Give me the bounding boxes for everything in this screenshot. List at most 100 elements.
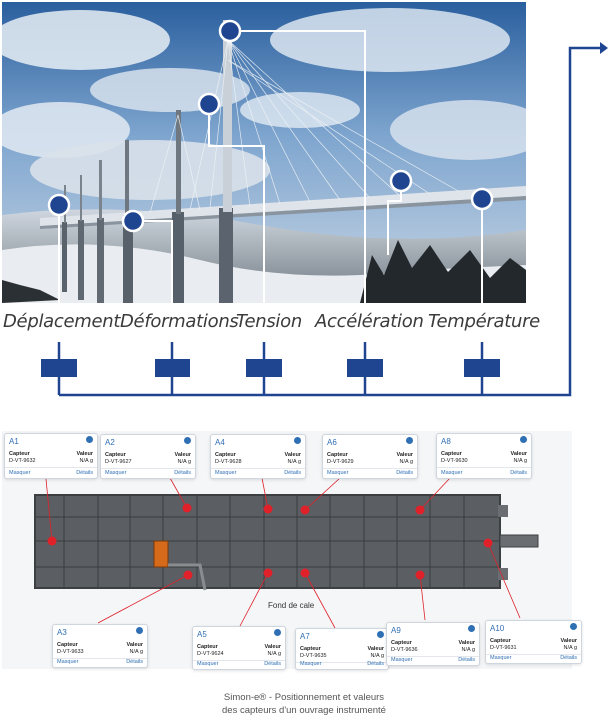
gear-icon[interactable] (86, 436, 93, 443)
details-link[interactable]: Détails (174, 470, 191, 476)
sensor-card-a10[interactable]: A10 Capteur D-VT-9631 Valeur N/A g Masqu… (485, 620, 582, 664)
gear-icon[interactable] (274, 629, 281, 636)
card-id: A2 (105, 438, 115, 447)
card-id: A3 (57, 628, 67, 637)
hide-link[interactable]: Masquer (105, 470, 127, 476)
hide-link[interactable]: Masquer (391, 657, 413, 663)
gear-icon[interactable] (520, 436, 527, 443)
label-tension: Tension (236, 311, 302, 332)
hide-link[interactable]: Masquer (197, 661, 219, 667)
sensor-card-a4[interactable]: A4 Capteur D-VT-9628 Valeur N/A g Masque… (210, 434, 306, 479)
hide-link[interactable]: Masquer (441, 470, 463, 476)
card-value: N/A g (177, 459, 191, 465)
card-value: N/A g (513, 458, 527, 464)
card-id: A1 (9, 437, 19, 446)
label-deformations: Déformations (120, 311, 239, 332)
card-value: N/A g (461, 647, 475, 653)
sensor-card-a1[interactable]: A1 Capteur D-VT-9632 Valeur N/A g Masque… (4, 433, 98, 479)
card-key-capteur: Capteur (391, 640, 412, 646)
card-sensor-id: D-VT-9632 (9, 458, 36, 464)
card-key-capteur: Capteur (490, 638, 511, 644)
sensor-card-a8[interactable]: A8 Capteur D-VT-9630 Valeur N/A g Masque… (436, 433, 532, 479)
card-value: N/A g (370, 653, 384, 659)
card-value: N/A g (129, 649, 143, 655)
details-link[interactable]: Détails (367, 661, 384, 667)
card-sensor-id: D-VT-9628 (215, 459, 242, 465)
card-id: A7 (300, 632, 310, 641)
gear-icon[interactable] (570, 623, 577, 630)
card-sensor-id: D-VT-9635 (300, 653, 327, 659)
sensor-dot-a6 (300, 505, 310, 515)
card-id: A6 (327, 438, 337, 447)
card-key-valeur: Valeur (560, 638, 577, 644)
caption-line-2: des capteurs d'un ouvrage instrumenté (222, 705, 386, 716)
sensor-card-a9[interactable]: A9 Capteur D-VT-9636 Valeur N/A g Masque… (386, 622, 480, 666)
card-value: N/A g (399, 459, 413, 465)
card-id: A5 (197, 630, 207, 639)
card-value: N/A g (563, 645, 577, 651)
card-key-valeur: Valeur (510, 451, 527, 457)
sensor-dot-a3 (183, 570, 193, 580)
sensor-card-a7[interactable]: A7 Capteur D-VT-9635 Valeur N/A g Masque… (295, 628, 389, 670)
hide-link[interactable]: Masquer (215, 470, 237, 476)
card-key-valeur: Valeur (367, 646, 384, 652)
sensor-card-a3[interactable]: A3 Capteur D-VT-9633 Valeur N/A g Masque… (52, 624, 148, 668)
hull-label: Fond de cale (268, 601, 315, 610)
card-divider (193, 660, 285, 661)
card-key-capteur: Capteur (215, 452, 236, 458)
details-link[interactable]: Détails (284, 470, 301, 476)
gear-icon[interactable] (136, 627, 143, 634)
sensor-dot-a1 (47, 536, 57, 546)
card-key-valeur: Valeur (284, 452, 301, 458)
gear-icon[interactable] (406, 437, 413, 444)
card-key-valeur: Valeur (76, 451, 93, 457)
node-temperature (470, 187, 494, 211)
sensor-card-a6[interactable]: A6 Capteur D-VT-9629 Valeur N/A g Masque… (322, 434, 418, 479)
sensor-card-a2[interactable]: A2 Capteur D-VT-9627 Valeur N/A g Masque… (100, 434, 196, 479)
details-link[interactable]: Détails (560, 655, 577, 661)
node-tension (197, 92, 221, 116)
gear-icon[interactable] (294, 437, 301, 444)
card-divider (101, 468, 195, 469)
module-deformations (155, 359, 190, 377)
node-top (218, 19, 242, 43)
card-key-valeur: Valeur (126, 642, 143, 648)
hide-link[interactable]: Masquer (327, 470, 349, 476)
details-link[interactable]: Détails (264, 661, 281, 667)
label-temperature: Température (428, 311, 540, 332)
card-divider (53, 658, 147, 659)
card-divider (5, 467, 97, 468)
hide-link[interactable]: Masquer (9, 470, 31, 476)
card-sensor-id: D-VT-9629 (327, 459, 354, 465)
gear-icon[interactable] (377, 631, 384, 638)
details-link[interactable]: Détails (458, 657, 475, 663)
card-divider (486, 654, 581, 655)
gear-icon[interactable] (184, 437, 191, 444)
module-acceleration (347, 359, 383, 377)
hide-link[interactable]: Masquer (57, 659, 79, 665)
card-key-capteur: Capteur (441, 451, 462, 457)
sensor-card-a5[interactable]: A5 Capteur D-VT-9624 Valeur N/A g Masque… (192, 626, 286, 670)
card-key-capteur: Capteur (105, 452, 126, 458)
hide-link[interactable]: Masquer (300, 661, 322, 667)
card-id: A9 (391, 626, 401, 635)
card-divider (323, 468, 417, 469)
module-temperature (464, 359, 500, 377)
details-link[interactable]: Détails (76, 470, 93, 476)
module-tension (246, 359, 282, 377)
card-key-valeur: Valeur (458, 640, 475, 646)
details-link[interactable]: Détails (126, 659, 143, 665)
node-acceleration (389, 169, 413, 193)
details-link[interactable]: Détails (510, 470, 527, 476)
hide-link[interactable]: Masquer (490, 655, 512, 661)
details-link[interactable]: Détails (396, 470, 413, 476)
card-divider (387, 656, 479, 657)
card-key-capteur: Capteur (57, 642, 78, 648)
gear-icon[interactable] (468, 625, 475, 632)
card-sensor-id: D-VT-9630 (441, 458, 468, 464)
card-divider (437, 467, 531, 468)
label-acceleration: Accélération (315, 311, 424, 332)
card-value: N/A g (287, 459, 301, 465)
card-key-valeur: Valeur (396, 452, 413, 458)
